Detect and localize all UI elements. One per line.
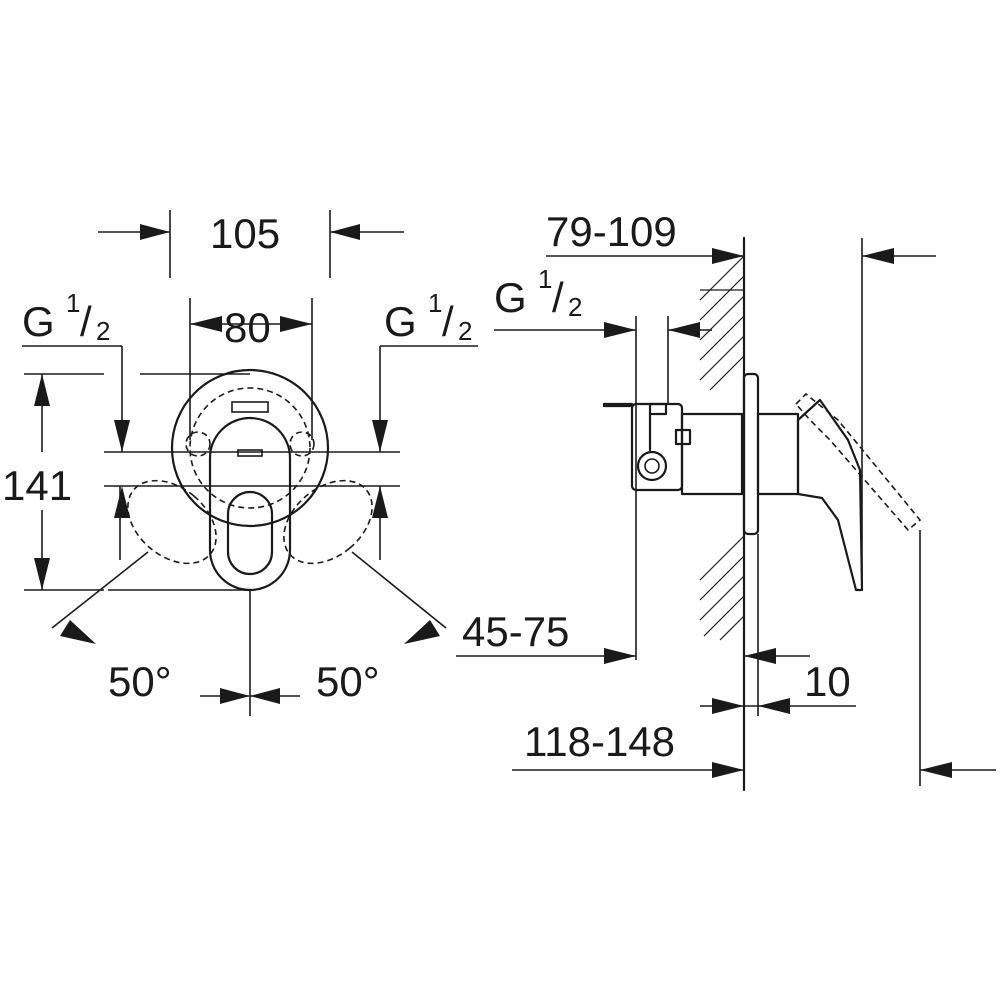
arrow-head xyxy=(190,316,222,332)
hidden-body xyxy=(189,387,311,509)
dimension-141: 141 xyxy=(2,373,104,591)
dimension-label-141: 141 xyxy=(2,462,72,509)
arrow-head xyxy=(250,688,280,704)
dimension-79-109: 79-109 xyxy=(546,208,744,264)
outlet-bore xyxy=(644,458,660,474)
angle-line xyxy=(351,551,447,629)
arrow-head xyxy=(372,420,388,452)
dimension-45-75: 45-75 xyxy=(456,608,636,664)
dimension-label-105: 105 xyxy=(210,210,280,257)
dimension-label-118-148: 118-148 xyxy=(524,718,675,765)
lever-side-raised xyxy=(794,392,922,532)
arrow-head xyxy=(712,762,744,778)
thread-label-right: G 1 / 2 xyxy=(372,288,478,452)
dimension-label-80: 80 xyxy=(224,304,271,351)
thread-base: G xyxy=(22,298,55,345)
thread-denominator: 2 xyxy=(568,292,582,322)
handle-base xyxy=(756,412,800,496)
arrow-head xyxy=(114,420,130,452)
wall-hatch-upper xyxy=(699,255,745,391)
thread-base: G xyxy=(384,298,417,345)
arrow-head xyxy=(668,322,700,338)
hatch-line xyxy=(703,595,745,637)
arrow-head xyxy=(330,224,360,240)
hatch-line xyxy=(699,555,745,601)
rosette-screw xyxy=(231,401,269,413)
arrow-head xyxy=(712,248,744,264)
dimension-10: 10 xyxy=(700,534,856,716)
wall-hatch-lower xyxy=(699,535,745,641)
dimension-105: 105 xyxy=(98,210,404,278)
hatch-line xyxy=(699,255,745,301)
lever-handle xyxy=(208,416,292,592)
hatch-line xyxy=(699,295,745,341)
thread-numerator: 1 xyxy=(66,288,80,318)
dimension-label-79-109: 79-109 xyxy=(546,208,677,255)
hatch-line xyxy=(699,535,745,581)
lever-position-left xyxy=(127,479,217,565)
rosette-plate xyxy=(170,368,330,528)
thread-denominator: 2 xyxy=(96,316,110,346)
hidden-valve xyxy=(185,431,211,457)
hidden-valve xyxy=(289,431,315,457)
lever-position-right xyxy=(283,479,373,565)
hatch-line xyxy=(719,615,745,641)
arrow-head xyxy=(34,558,50,590)
angle-right: 50° xyxy=(316,551,447,705)
dimension-label-10: 10 xyxy=(804,658,851,705)
dimension-80: 80 xyxy=(189,298,313,440)
lever-side xyxy=(796,398,864,592)
angle-left: 50° xyxy=(51,551,172,705)
arrow-head xyxy=(404,620,440,644)
arrow-head xyxy=(862,248,894,264)
arrow-head xyxy=(34,374,50,406)
thread-base: G xyxy=(494,274,527,321)
brand-mark xyxy=(237,449,263,457)
arrow-head xyxy=(604,648,636,664)
valve-body xyxy=(630,402,684,492)
arrow-head xyxy=(280,316,312,332)
hatch-line xyxy=(709,355,745,391)
thread-denominator: 2 xyxy=(458,316,472,346)
thread-numerator: 1 xyxy=(538,264,552,294)
thread-slash: / xyxy=(442,298,454,345)
arrow-head xyxy=(114,486,130,518)
side-screw xyxy=(674,428,692,446)
dimension-118-148: 118-148 xyxy=(512,718,744,778)
hatch-line xyxy=(699,575,745,621)
thread-label-left: G 1 / 2 xyxy=(22,288,130,452)
thread-slash: / xyxy=(80,298,92,345)
angle-line xyxy=(51,551,149,629)
arrow-head xyxy=(758,698,790,714)
lever-opening xyxy=(226,490,274,576)
rosette-side xyxy=(742,372,760,536)
thread-label-side: G 1 / 2 xyxy=(494,264,712,338)
arrow-head xyxy=(920,762,952,778)
hatch-line xyxy=(699,315,745,361)
hatch-line xyxy=(699,335,745,381)
cartridge-housing xyxy=(680,412,744,496)
angle-label-left: 50° xyxy=(108,658,172,705)
arrow-head xyxy=(220,688,250,704)
hatch-line xyxy=(699,275,745,321)
pipe-stub xyxy=(602,402,634,408)
thread-slash: / xyxy=(552,274,564,321)
arrow-head xyxy=(712,698,744,714)
side-view: 79-109 G 1 / 2 xyxy=(456,208,996,792)
arrow-head xyxy=(60,620,96,644)
front-view: 105 80 G 1 / 2 G 1 / 2 xyxy=(2,210,478,716)
arrow-head xyxy=(744,648,776,664)
angle-label-right: 50° xyxy=(316,658,380,705)
dimension-label-45-75: 45-75 xyxy=(462,608,569,655)
arrow-head xyxy=(140,224,170,240)
outlet-port xyxy=(636,450,668,482)
arrow-head xyxy=(372,486,388,518)
valve-cap xyxy=(648,402,668,416)
thread-numerator: 1 xyxy=(428,288,442,318)
arrow-head xyxy=(604,322,636,338)
